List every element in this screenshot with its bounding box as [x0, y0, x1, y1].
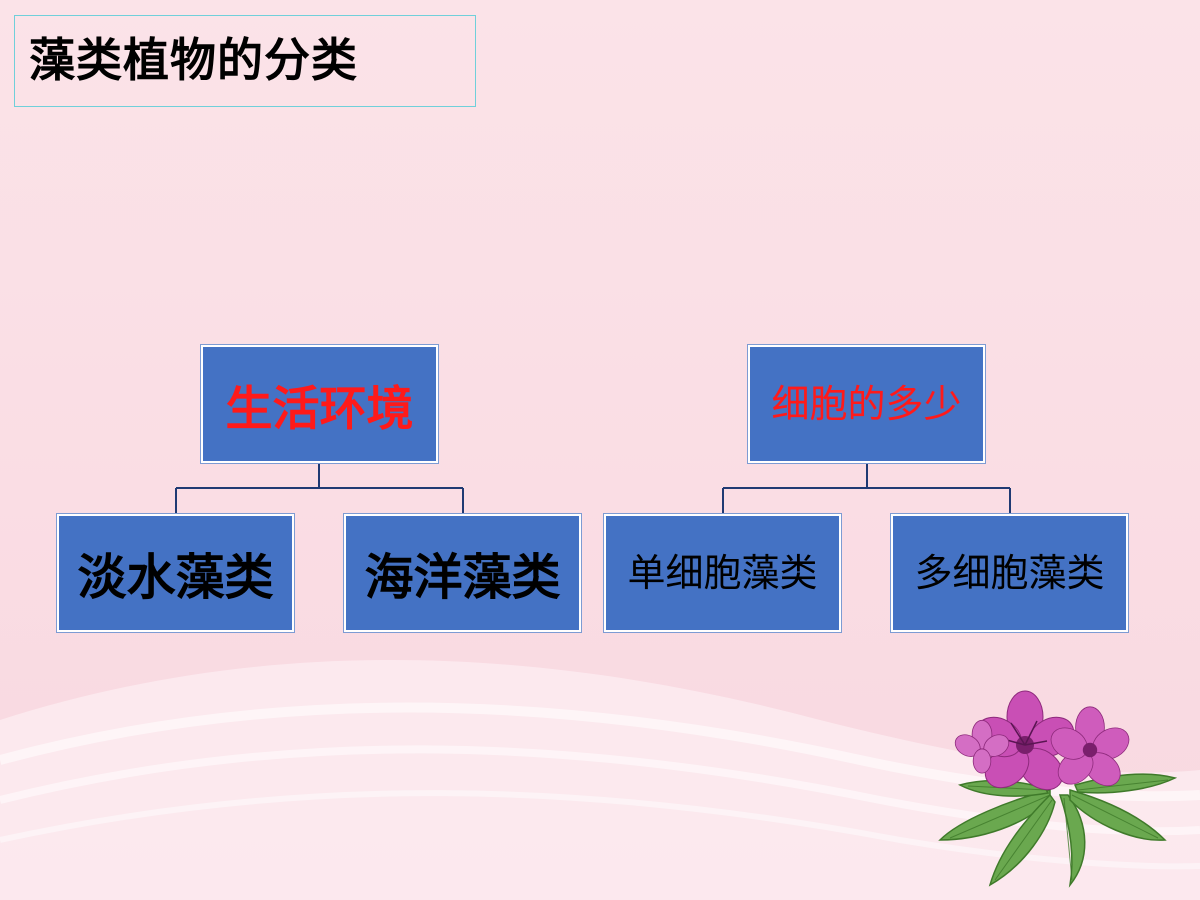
- node-living-environment: 生活环境: [201, 345, 438, 463]
- node-multicellular-algae: 多细胞藻类: [891, 514, 1128, 632]
- rhododendron-flower-icon: [938, 690, 1178, 888]
- node-label: 多细胞藻类: [914, 551, 1105, 595]
- node-cell-count: 细胞的多少: [748, 345, 985, 463]
- node-freshwater-algae: 淡水藻类: [57, 514, 294, 632]
- node-label: 淡水藻类: [77, 547, 274, 606]
- node-label: 细胞的多少: [771, 382, 962, 426]
- node-unicellular-algae: 单细胞藻类: [604, 514, 841, 632]
- node-label: 单细胞藻类: [627, 551, 818, 595]
- node-label: 海洋藻类: [364, 547, 561, 606]
- node-label: 生活环境: [225, 381, 414, 437]
- node-marine-algae: 海洋藻类: [344, 514, 581, 632]
- title-box: 藻类植物的分类: [14, 15, 476, 107]
- slide-title: 藻类植物的分类: [29, 33, 358, 87]
